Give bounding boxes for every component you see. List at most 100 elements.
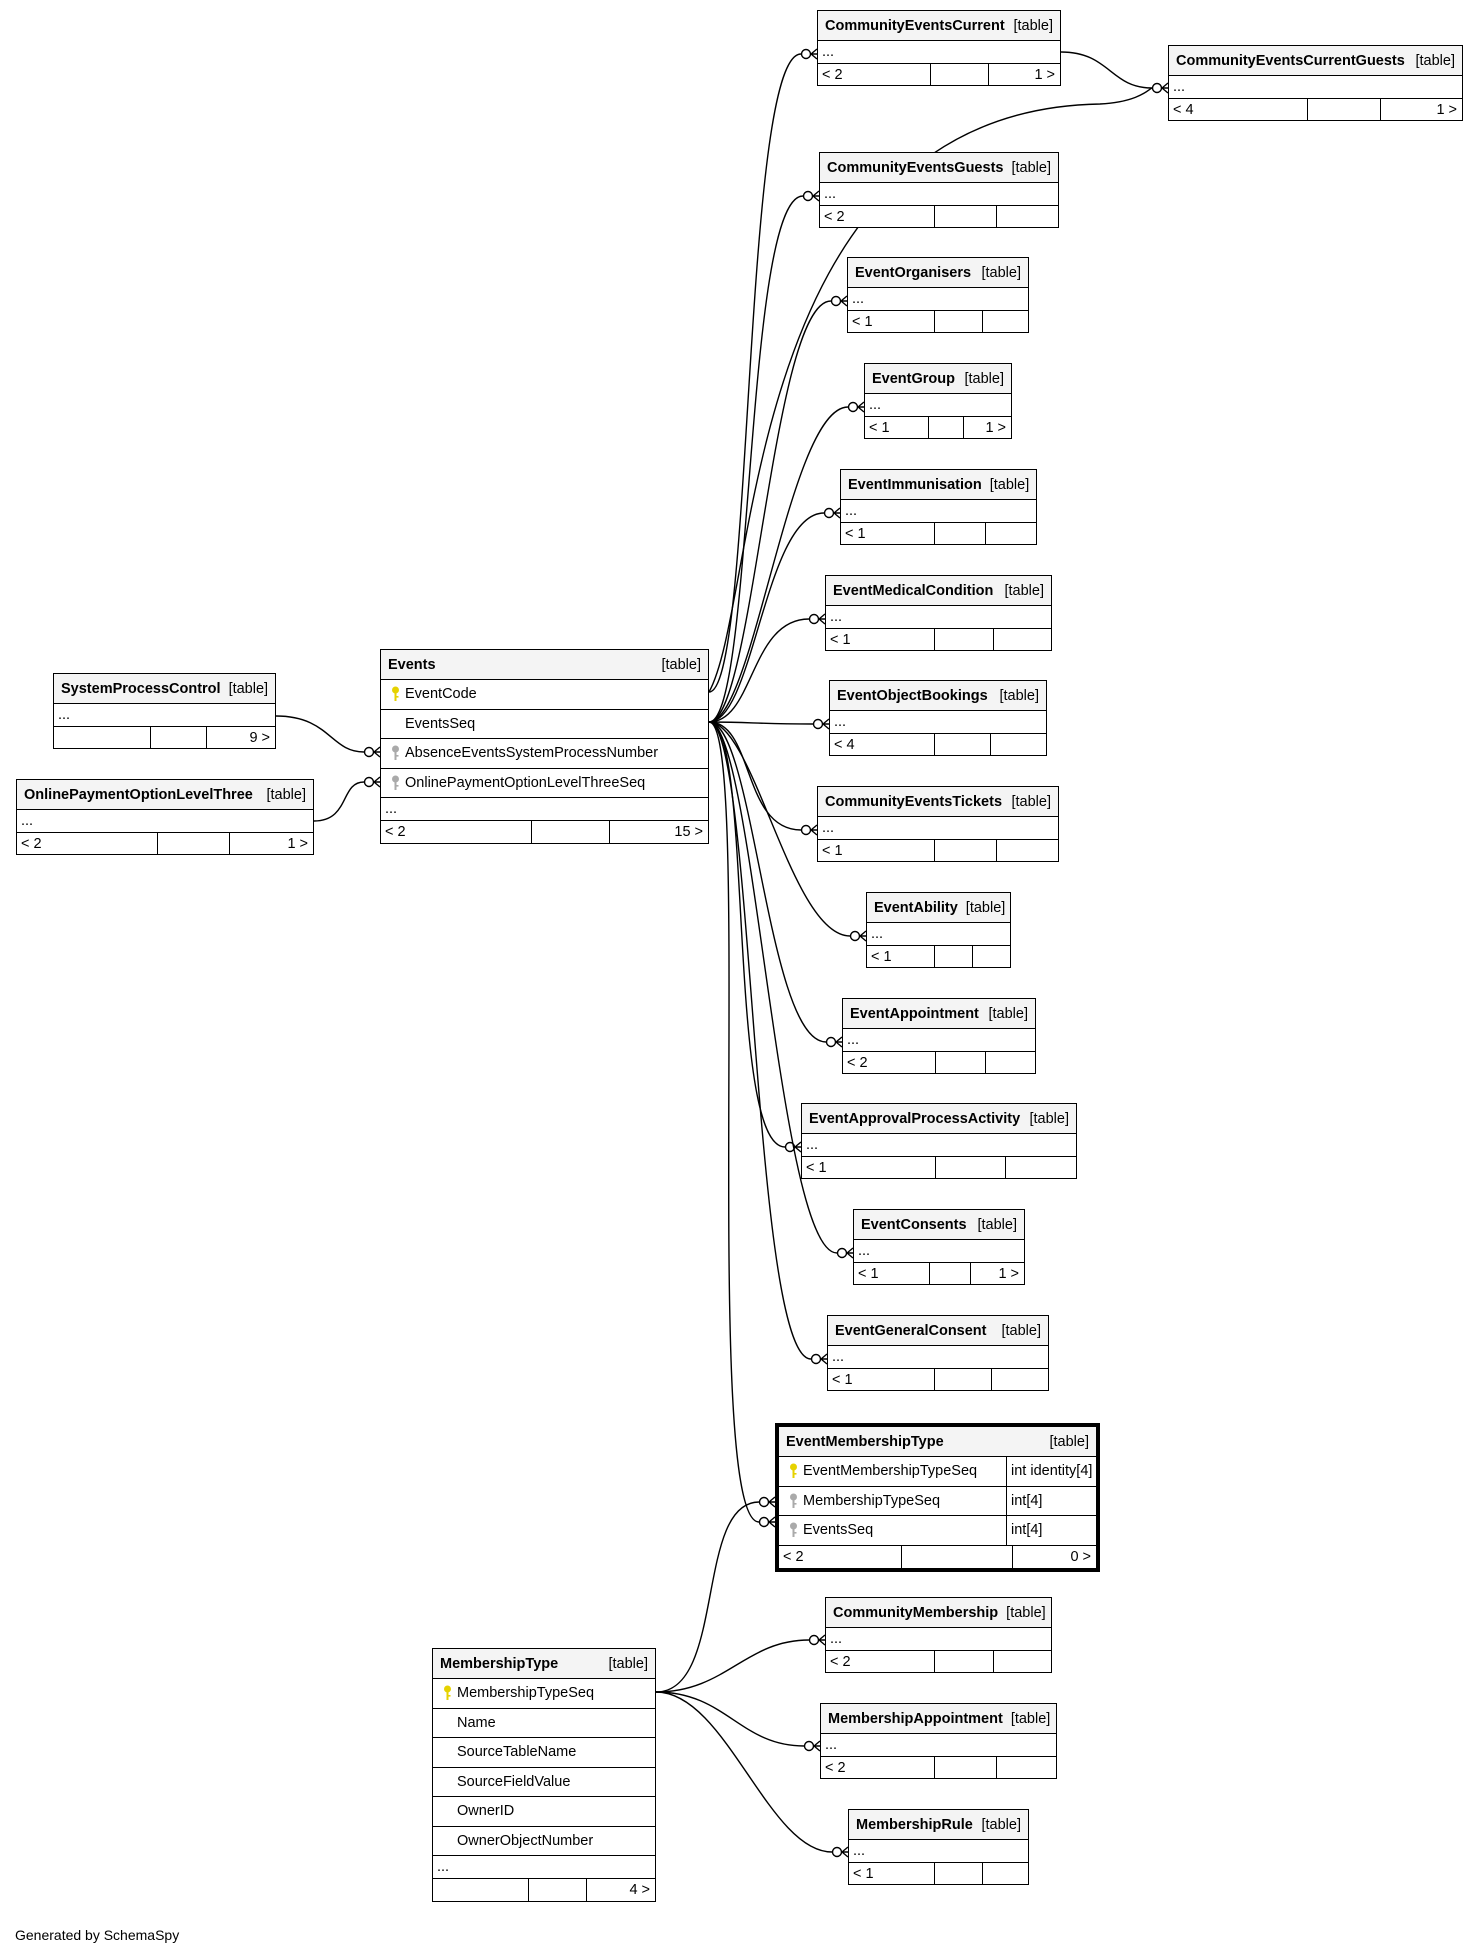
table-footer: < 1 [828,1369,1048,1390]
relationship-crow-foot [784,1141,802,1153]
table-type: [table] [1029,1110,1070,1127]
children-count [983,311,1028,332]
table-footer: < 2 [821,1757,1056,1778]
parents-count: < 1 [828,1369,935,1390]
table-event-appointment[interactable]: EventAppointment[table] ... < 2 [842,998,1036,1074]
foreign-key-icon [385,775,405,791]
relationship-line [708,195,804,723]
column-row[interactable]: OnlinePaymentOptionLevelThreeSeq [381,769,708,798]
children-count: 1 > [985,419,1006,436]
table-community-events-current-guests[interactable]: CommunityEventsCurrentGuests[table] ... … [1168,45,1463,121]
column-row[interactable]: SourceFieldValue [433,1768,655,1797]
parents-count: < 1 [854,1263,930,1284]
table-name: CommunityMembership [833,1604,999,1621]
table-event-medical-condition[interactable]: EventMedicalCondition[table] ... < 1 [825,575,1052,651]
column-row[interactable]: AbsenceEventsSystemProcessNumber [381,739,708,769]
table-footer: < 2 [820,206,1058,227]
column-type: int[4] [1006,1516,1096,1545]
column-row[interactable]: EventsSeq [381,710,708,739]
parents-count: < 2 [820,206,935,227]
relationship-line [708,721,814,725]
column-row[interactable]: SourceTableName [433,1738,655,1768]
table-event-membership-type[interactable]: EventMembershipType[table] EventMembersh… [775,1423,1100,1572]
table-event-immunisation[interactable]: EventImmunisation[table] ... < 1 [840,469,1037,545]
table-membership-type[interactable]: MembershipType[table] MembershipTypeSeq … [432,1648,656,1902]
table-system-process-control[interactable]: SystemProcessControl[table] ... 9 > [53,673,276,749]
rows-count [935,206,997,227]
table-type: [table] [981,1816,1022,1833]
relationship-line [708,721,812,1360]
table-type: [table] [228,680,269,697]
table-name: CommunityEventsTickets [825,793,1003,810]
parents-count: < 1 [818,840,935,861]
table-name: CommunityEventsGuests [827,159,1004,176]
relationship-line [655,1691,805,1747]
column-row[interactable]: OwnerObjectNumber [433,1827,655,1856]
relationship-line [708,721,827,1043]
table-footer: 9 > [54,727,275,748]
relationship-crow-foot [810,1353,828,1365]
more-columns-ellipsis: ... [818,41,1060,64]
table-membership-rule[interactable]: MembershipRule[table] ... < 1 [848,1809,1029,1885]
rows-count [935,523,986,544]
children-count: 9 > [249,729,270,746]
table-footer: < 1 [841,523,1036,544]
table-community-events-guests[interactable]: CommunityEventsGuests[table] ... < 2 [819,152,1059,228]
relationship-line [708,53,802,693]
rows-count [930,1263,971,1284]
more-columns-ellipsis: ... [867,923,1010,946]
column-name: OwnerID [457,1803,515,1820]
more-columns-ellipsis: ... [826,606,1051,629]
table-type: [table] [266,786,307,803]
table-online-payment-option-level-three[interactable]: OnlinePaymentOptionLevelThree[table] ...… [16,779,314,855]
table-event-approval-process-activity[interactable]: EventApprovalProcessActivity[table] ... … [801,1103,1077,1179]
column-row[interactable]: Name [433,1709,655,1738]
column-row[interactable]: MembershipTypeSeq [433,1679,655,1709]
table-footer: < 4 [830,734,1046,755]
parents-count: < 2 [381,821,532,843]
parents-count: < 2 [826,1651,935,1672]
primary-key-icon [783,1463,803,1479]
relationship-line [1060,51,1153,89]
table-footer: < 1 [849,1863,1028,1884]
generated-by-credit: Generated by SchemaSpy [15,1927,180,1943]
table-event-ability[interactable]: EventAbility[table] ... < 1 [866,892,1011,968]
rows-count [151,727,207,748]
table-community-membership[interactable]: CommunityMembership[table] ... < 2 [825,1597,1052,1673]
rows-count [935,1863,983,1884]
relationship-crow-foot [1151,82,1169,94]
table-event-object-bookings[interactable]: EventObjectBookings[table] ... < 4 [829,680,1047,756]
children-count: 0 > [1070,1548,1091,1565]
relationship-line [708,721,786,1148]
rows-count [158,833,230,854]
column-type: int[4] [1006,1486,1096,1515]
table-events[interactable]: Events[table] EventCode EventsSeq Absenc… [380,649,709,844]
children-count: 4 > [629,1882,650,1898]
rows-count [936,1052,986,1073]
table-community-events-tickets[interactable]: CommunityEventsTickets[table] ... < 1 [817,786,1059,862]
parents-count: < 2 [818,64,931,85]
table-event-general-consent[interactable]: EventGeneralConsent[table] ... < 1 [827,1315,1049,1391]
more-columns-ellipsis: ... [830,711,1046,734]
column-row[interactable]: EventCode [381,680,708,710]
relationship-line [708,618,810,723]
rows-count [902,1545,1013,1568]
table-type: [table] [1004,582,1045,599]
table-header: EventAbility[table] [867,893,1010,923]
table-event-organisers[interactable]: EventOrganisers[table] ... < 1 [847,257,1029,333]
table-header: EventGeneralConsent[table] [828,1316,1048,1346]
column-row[interactable]: OwnerID [433,1797,655,1827]
parents-count: < 1 [848,311,935,332]
children-count [997,206,1058,227]
table-membership-appointment[interactable]: MembershipAppointment[table] ... < 2 [820,1703,1057,1779]
